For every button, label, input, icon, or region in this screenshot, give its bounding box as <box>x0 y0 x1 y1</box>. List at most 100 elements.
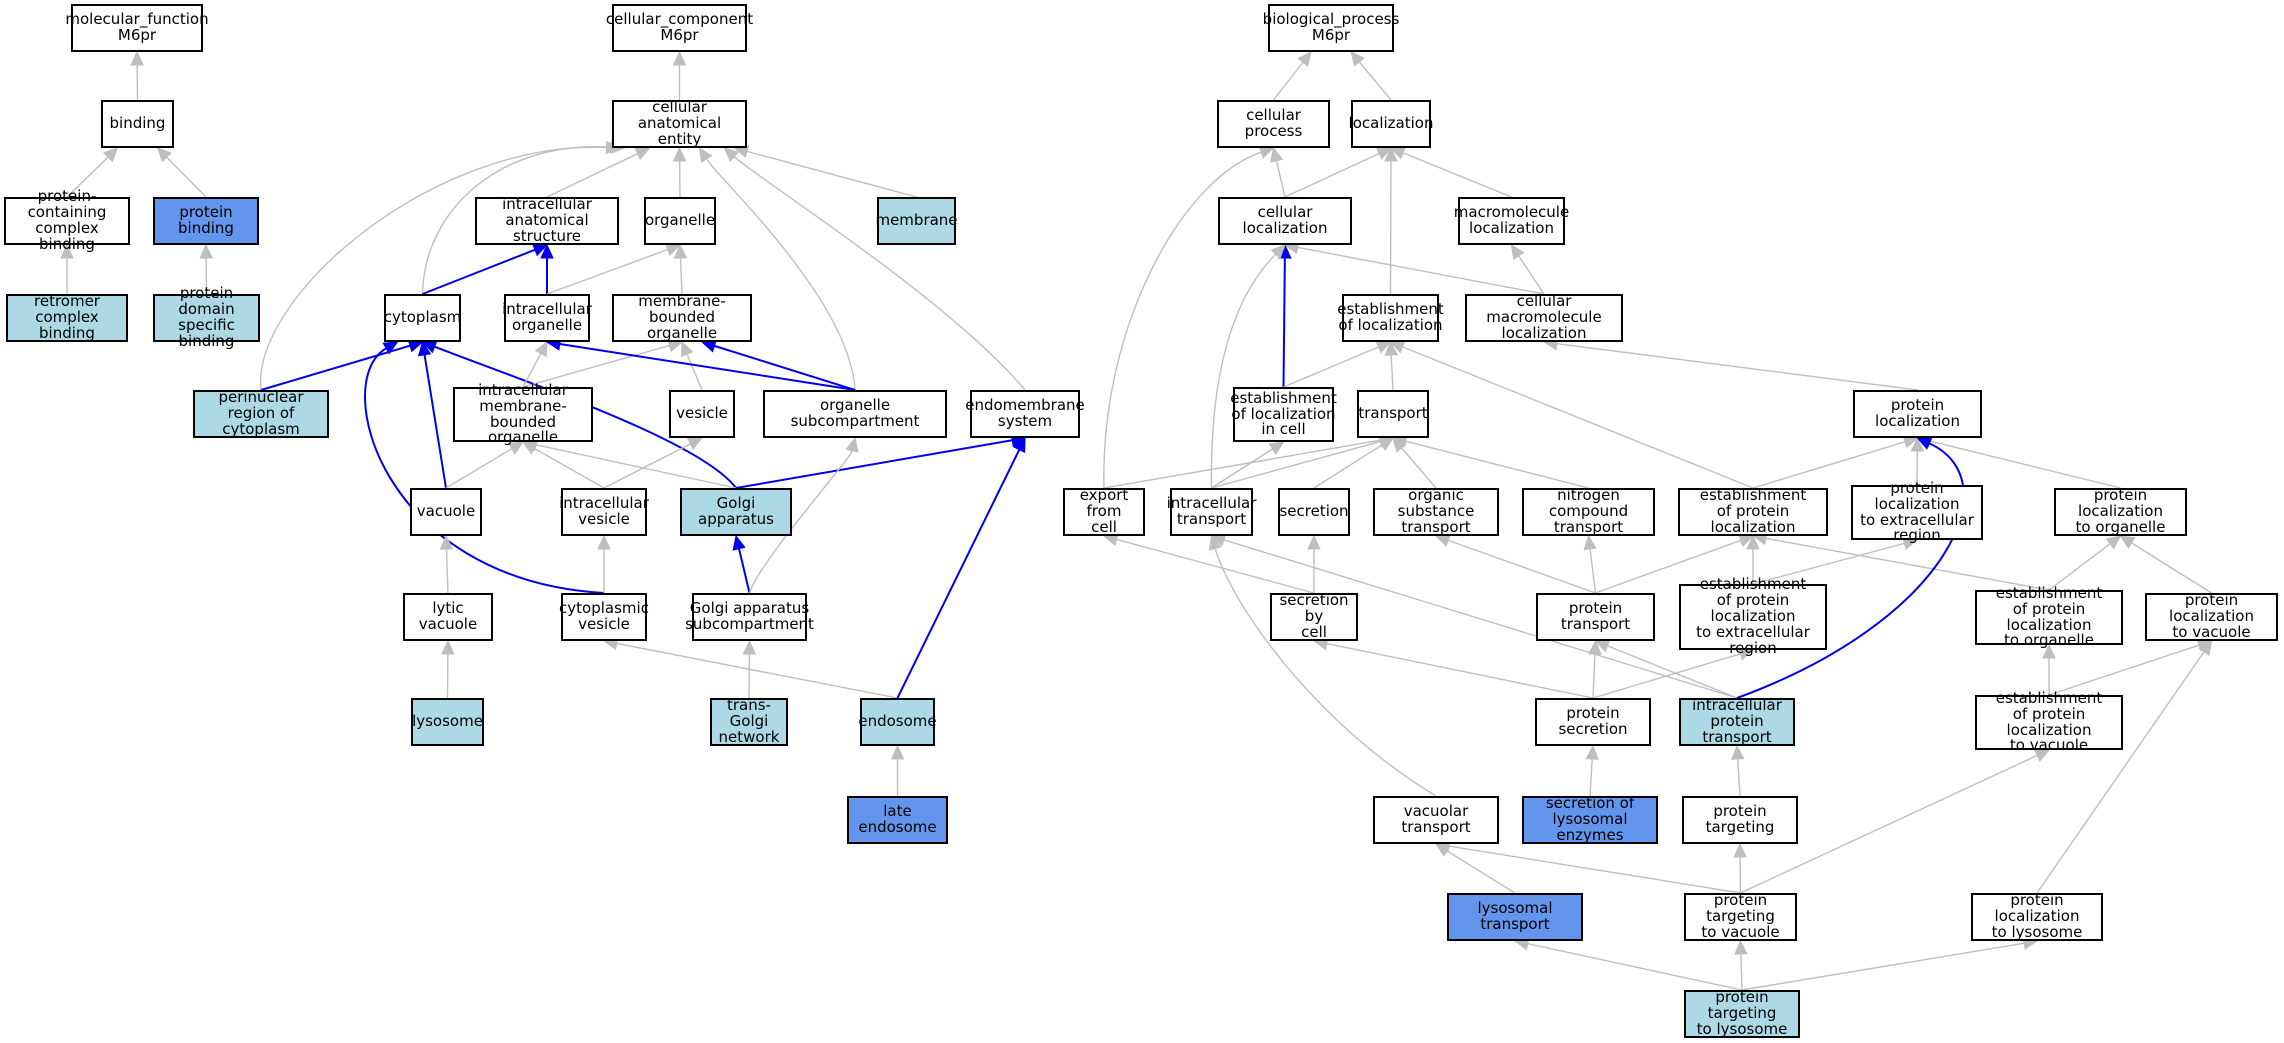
go-node-protein-targeting[interactable]: protein targeting <box>1682 796 1798 844</box>
go-node-golgi-apparatus[interactable]: Golgi apparatus <box>680 488 792 536</box>
graph-edge <box>1740 754 2038 894</box>
go-node-protein-localization-to-lysosome[interactable]: protein localization to lysosome <box>1971 892 2103 941</box>
go-node-cellular-macromolecule-localization[interactable]: cellular macromolecule localization <box>1465 293 1623 342</box>
graph-arrowhead <box>1269 146 1284 163</box>
go-node-membrane[interactable]: membrane <box>875 197 958 245</box>
go-node-lysosomal-transport[interactable]: lysosomal transport <box>1447 893 1583 941</box>
go-node-establishment-of-protein-localization-to-vacuole[interactable]: establishment of protein localization to… <box>1975 690 2123 753</box>
go-node-secretion-by-cell[interactable]: secretion by cell <box>1270 592 1358 641</box>
go-node-establishment-of-protein-localization-to-extracellular-region[interactable]: establishment of protein localization to… <box>1679 576 1827 656</box>
graph-arrowhead <box>540 243 554 259</box>
go-node-vesicle[interactable]: vesicle <box>669 390 735 438</box>
go-node-protein-secretion[interactable]: protein secretion <box>1535 698 1651 746</box>
go-node-golgi-apparatus-subcompartment[interactable]: Golgi apparatus subcompartment <box>685 593 814 641</box>
go-node-export-from-cell[interactable]: export from cell <box>1063 487 1145 536</box>
go-node-intracellular-membrane-bounded-organelle[interactable]: intracellular membrane-bounded organelle <box>453 382 593 445</box>
graph-arrowhead <box>1434 534 1451 547</box>
go-node-cytoplasm[interactable]: cytoplasm <box>384 294 461 342</box>
go-node-protein-localization-to-extracellular-region[interactable]: protein localization to extracellular re… <box>1851 480 1983 543</box>
go-node-protein-targeting-to-lysosome[interactable]: protein targeting to lysosome <box>1684 989 1800 1038</box>
go-node-protein-localization-to-organelle[interactable]: protein localization to organelle <box>2054 487 2187 536</box>
go-node-cellular-anatomical-entity[interactable]: cellular anatomical entity <box>612 99 747 148</box>
go-node-protein-domain-specific-binding[interactable]: protein domain specific binding <box>153 285 260 349</box>
go-node-protein-transport[interactable]: protein transport <box>1536 593 1655 641</box>
go-node-cellular-component-root[interactable]: cellular_component M6pr <box>606 4 753 52</box>
go-node-biological-process-root[interactable]: biological_process M6pr <box>1263 4 1399 52</box>
go-node-cellular-process[interactable]: cellular process <box>1217 100 1330 148</box>
go-node-establishment-of-protein-localization[interactable]: establishment of protein localization <box>1678 487 1828 536</box>
graph-arrowhead <box>1377 437 1395 451</box>
go-node-establishment-of-protein-localization-to-organelle[interactable]: establishment of protein localization to… <box>1975 585 2123 648</box>
graph-edge <box>2131 542 2212 594</box>
graph-edge <box>1752 441 1906 489</box>
go-node-nitrogen-compound-transport[interactable]: nitrogen compound transport <box>1522 487 1655 536</box>
graph-edge <box>679 257 683 295</box>
graph-edge <box>535 444 737 489</box>
graph-edge <box>1400 447 1437 489</box>
graph-edge <box>546 152 639 198</box>
go-node-molecular-function-root[interactable]: molecular_function M6pr <box>65 4 209 52</box>
go-node-intracellular-anatomical-structure[interactable]: intracellular anatomical structure <box>475 196 619 245</box>
graph-edge <box>533 447 605 489</box>
go-node-retromer-complex-binding[interactable]: retromer complex binding <box>6 293 128 342</box>
graph-edge <box>2048 644 2200 696</box>
go-node-organelle-subcompartment[interactable]: organelle subcompartment <box>763 390 947 438</box>
graph-edge <box>1929 440 2121 489</box>
go-node-secretion-of-lysosomal-enzymes[interactable]: secretion of lysosomal enzymes <box>1522 795 1658 844</box>
go-node-establishment-of-localization-in-cell[interactable]: establishment of localization in cell <box>1230 387 1337 442</box>
graph-edge <box>735 439 1013 489</box>
go-node-protein-targeting-to-vacuole[interactable]: protein targeting to vacuole <box>1684 892 1797 941</box>
graph-arrowhead <box>1270 244 1286 260</box>
go-node-trans-golgi-network[interactable]: trans-Golgi network <box>710 697 788 746</box>
graph-edge <box>1103 151 1262 489</box>
graph-edge <box>1358 61 1392 101</box>
go-node-protein-containing-complex-binding[interactable]: protein-containing complex binding <box>4 188 130 252</box>
go-node-protein-binding[interactable]: protein binding <box>153 197 259 245</box>
go-node-transport[interactable]: transport <box>1357 390 1429 438</box>
graph-edge <box>423 354 447 489</box>
go-node-intracellular-protein-transport[interactable]: intracellular protein transport <box>1679 697 1795 746</box>
go-node-establishment-of-localization[interactable]: establishment of localization <box>1337 294 1444 342</box>
graph-edge <box>559 343 856 391</box>
graph-edge <box>1737 758 1741 797</box>
graph-edge <box>522 344 670 388</box>
graph-arrowhead <box>60 243 74 259</box>
go-node-secretion[interactable]: secretion <box>1278 488 1350 536</box>
graph-arrowhead <box>1731 744 1745 760</box>
go-node-protein-localization[interactable]: protein localization <box>1853 390 1982 438</box>
graph-edge <box>1589 548 1597 594</box>
go-node-vacuolar-transport[interactable]: vacuolar transport <box>1373 796 1499 844</box>
go-node-cellular-localization[interactable]: cellular localization <box>1218 197 1352 245</box>
go-node-organelle[interactable]: organelle <box>644 197 716 245</box>
graph-arrowhead <box>1585 744 1599 760</box>
go-node-localization[interactable]: localization <box>1349 100 1433 148</box>
go-node-lytic-vacuole[interactable]: lytic vacuole <box>403 593 493 641</box>
go-node-vacuole[interactable]: vacuole <box>410 488 482 536</box>
graph-edge <box>434 345 737 489</box>
go-node-late-endosome[interactable]: late endosome <box>847 796 948 844</box>
go-node-lysosome[interactable]: lysosome <box>411 698 484 746</box>
graph-edge <box>1272 61 1304 101</box>
go-node-cytoplasmic-vesicle[interactable]: cytoplasmic vesicle <box>559 593 649 641</box>
go-node-membrane-bounded-organelle[interactable]: membrane-bounded organelle <box>612 293 752 342</box>
go-node-endomembrane-system[interactable]: endomembrane system <box>965 390 1085 438</box>
go-node-binding[interactable]: binding <box>101 100 174 148</box>
graph-arrowhead <box>673 243 688 259</box>
go-node-intracellular-organelle[interactable]: intracellular organelle <box>502 294 592 342</box>
go-node-protein-localization-to-vacuole[interactable]: protein localization to vacuole <box>2145 592 2278 641</box>
graph-edge <box>1752 542 1905 585</box>
go-node-organic-substance-transport[interactable]: organic substance transport <box>1373 487 1499 536</box>
graph-edge <box>1402 152 1512 198</box>
graph-edge <box>714 344 856 391</box>
go-node-macromolecule-localization[interactable]: macromolecule localization <box>1454 197 1569 245</box>
graph-edge <box>733 156 1026 391</box>
graph-arrowhead <box>1350 51 1365 67</box>
go-node-intracellular-vesicle[interactable]: intracellular vesicle <box>559 488 649 536</box>
go-node-endosome[interactable]: endosome <box>858 698 937 746</box>
graph-arrowhead <box>2033 749 2051 762</box>
graph-arrowhead <box>890 744 905 760</box>
go-node-intracellular-transport[interactable]: intracellular transport <box>1167 488 1256 536</box>
graph-arrowhead <box>1734 939 1748 955</box>
graph-edge <box>546 248 669 295</box>
go-node-perinuclear-region-of-cytoplasm[interactable]: perinuclear region of cytoplasm <box>193 389 329 438</box>
